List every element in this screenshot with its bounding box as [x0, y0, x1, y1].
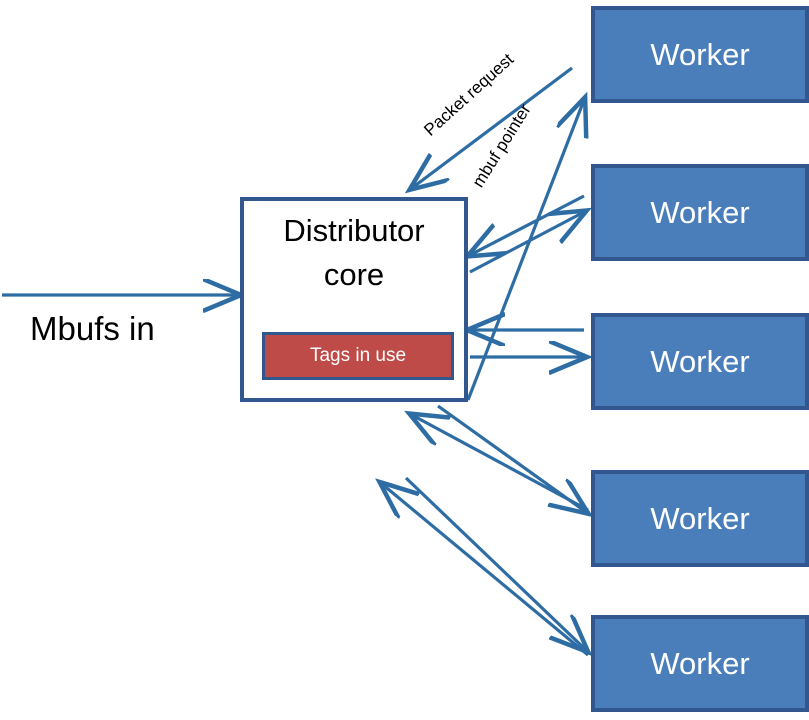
worker-label-5: Worker [650, 645, 750, 681]
tags-in-use-box: Tags in use [262, 332, 454, 380]
tags-in-use-label: Tags in use [309, 345, 407, 366]
arrow-packet-request-w5 [382, 484, 590, 657]
worker-label-2: Worker [650, 194, 750, 230]
arrow-packet-request-w1 [412, 66, 573, 188]
arrow-mbuf-pointer-w2 [469, 212, 584, 274]
arrow-mbuf-pointer-w4 [437, 404, 586, 512]
arrow-mbuf-pointer-w1 [466, 100, 584, 401]
worker-label-4: Worker [650, 500, 750, 536]
worker-label-1: Worker [650, 36, 750, 72]
worker-box-1: Worker [591, 6, 809, 103]
distributor-core-box: Distributor core Tags in use [240, 197, 468, 402]
distributor-core-label: Distributor core [283, 213, 425, 292]
arrow-mbuf-pointer-w5 [404, 476, 586, 650]
arrow-packet-request-w2 [470, 194, 585, 255]
worker-box-5: Worker [591, 615, 809, 712]
worker-label-3: Worker [650, 343, 750, 379]
mbufs-in-label: Mbufs in [30, 310, 155, 347]
worker-box-2: Worker [591, 164, 809, 261]
worker-box-4: Worker [591, 470, 809, 567]
worker-box-3: Worker [591, 313, 809, 410]
